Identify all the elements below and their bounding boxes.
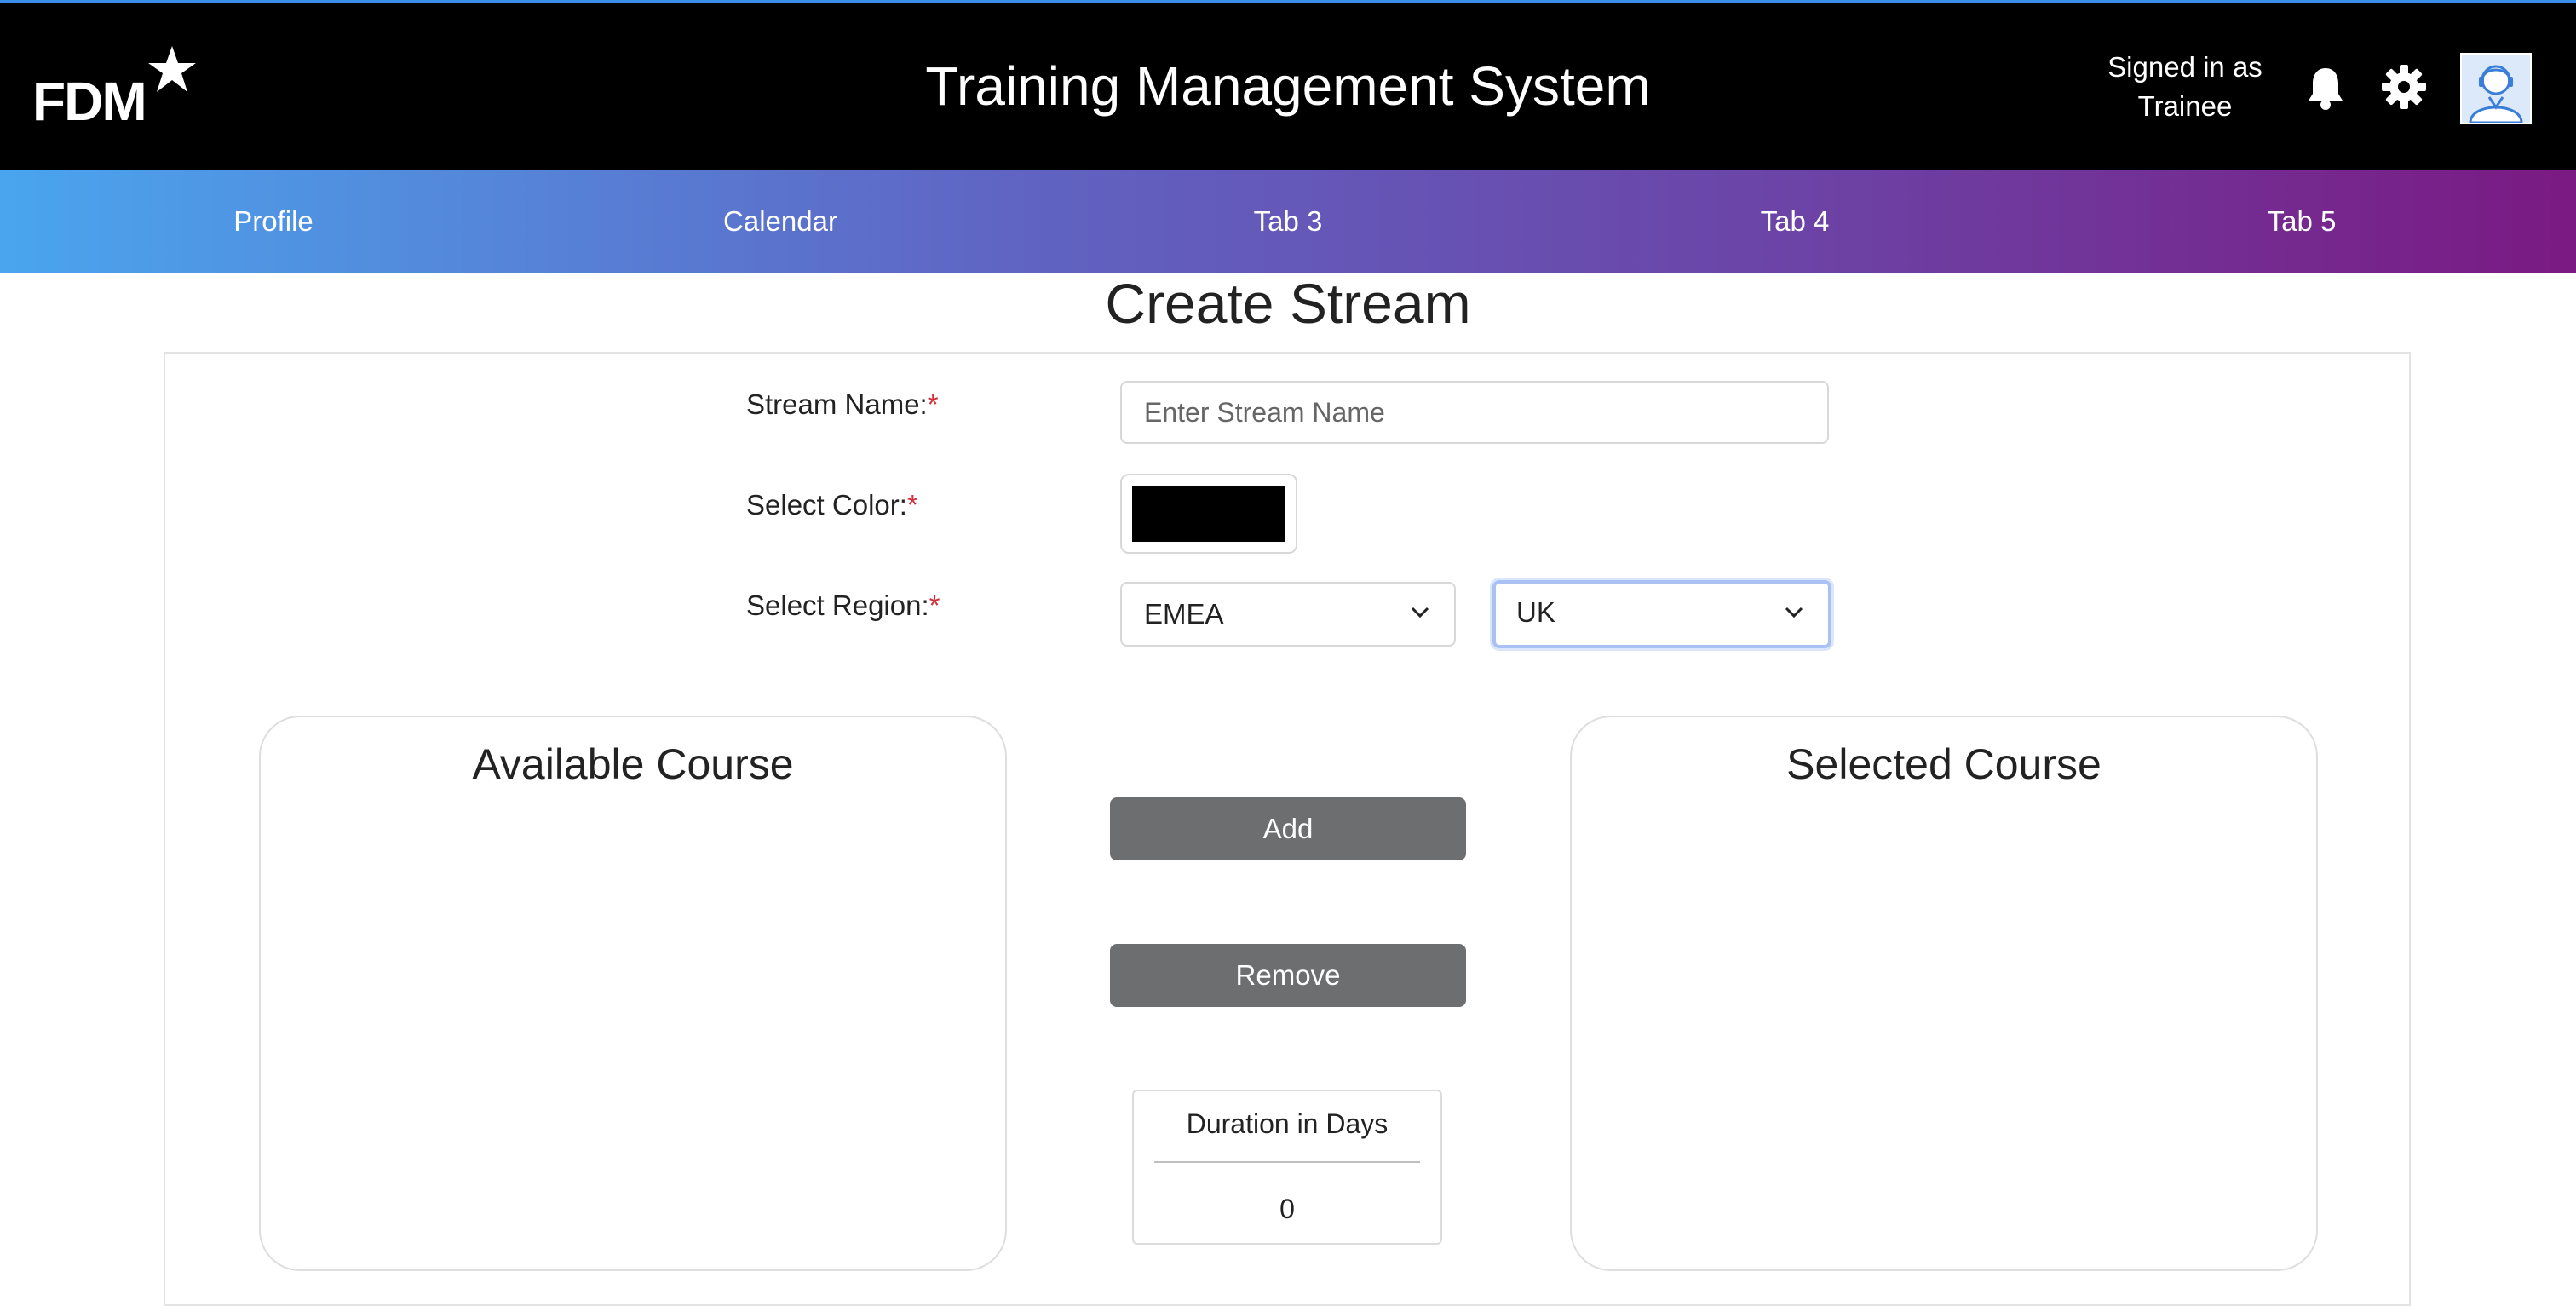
available-course-title: Available Course	[472, 740, 794, 788]
gear-icon[interactable]	[2382, 65, 2426, 109]
page-title: Create Stream	[1105, 272, 1471, 335]
bell-icon[interactable]	[2305, 65, 2346, 111]
tab-4[interactable]: Tab 4	[1760, 205, 1830, 237]
app-title: Training Management System	[925, 55, 1651, 117]
tab-profile[interactable]: Profile	[233, 205, 313, 237]
required-marker: *	[929, 590, 940, 621]
select-color-label: Select Color:	[746, 489, 907, 521]
color-picker[interactable]	[1120, 474, 1297, 554]
stream-name-input[interactable]	[1120, 381, 1829, 444]
country-select-value: UK	[1516, 596, 1555, 628]
duration-label: Duration in Days	[1186, 1108, 1389, 1139]
color-swatch	[1132, 486, 1285, 542]
required-marker: *	[927, 388, 939, 420]
add-button[interactable]: Add	[1110, 797, 1466, 860]
select-region-label: Select Region:	[746, 590, 929, 621]
select-color-label-row: Select Color:*	[746, 489, 918, 521]
top-accent-line	[0, 0, 2576, 3]
region-select-value: EMEA	[1144, 598, 1224, 630]
remove-button[interactable]: Remove	[1110, 944, 1466, 1007]
fdm-logo[interactable]: FDM	[32, 46, 203, 132]
available-course-list[interactable]: Available Course	[259, 716, 1007, 1271]
stream-name-label-row: Stream Name:*	[746, 388, 939, 421]
signed-in-role: Trainee	[2137, 90, 2233, 122]
region-select[interactable]: EMEA	[1120, 582, 1456, 647]
duration-divider	[1154, 1161, 1420, 1163]
tab-5[interactable]: Tab 5	[2267, 205, 2337, 237]
signed-in-line1: Signed in as	[2107, 51, 2263, 83]
duration-box: Duration in Days 0	[1132, 1090, 1442, 1245]
duration-value: 0	[1279, 1194, 1295, 1224]
tab-3[interactable]: Tab 3	[1253, 205, 1323, 237]
select-region-label-row: Select Region:*	[746, 590, 940, 622]
app-header: FDM Training Management System Signed in…	[0, 3, 2576, 170]
tab-calendar[interactable]: Calendar	[723, 205, 837, 237]
stream-name-label: Stream Name:	[746, 388, 928, 420]
logo-text: FDM	[32, 71, 147, 132]
user-avatar-icon[interactable]	[2460, 53, 2532, 124]
selected-course-list[interactable]: Selected Course	[1570, 716, 2318, 1271]
chevron-down-icon	[1411, 607, 1429, 618]
selected-course-title: Selected Course	[1786, 740, 2102, 788]
chevron-down-icon	[1785, 607, 1803, 618]
star-icon	[148, 46, 196, 92]
country-select[interactable]: UK	[1492, 580, 1831, 648]
signed-in-status: Signed in as Trainee	[2079, 48, 2291, 126]
avatar-figure-icon	[2469, 65, 2523, 123]
required-marker: *	[906, 489, 918, 521]
main-nav: Profile Calendar Tab 3 Tab 4 Tab 5	[0, 170, 2576, 273]
